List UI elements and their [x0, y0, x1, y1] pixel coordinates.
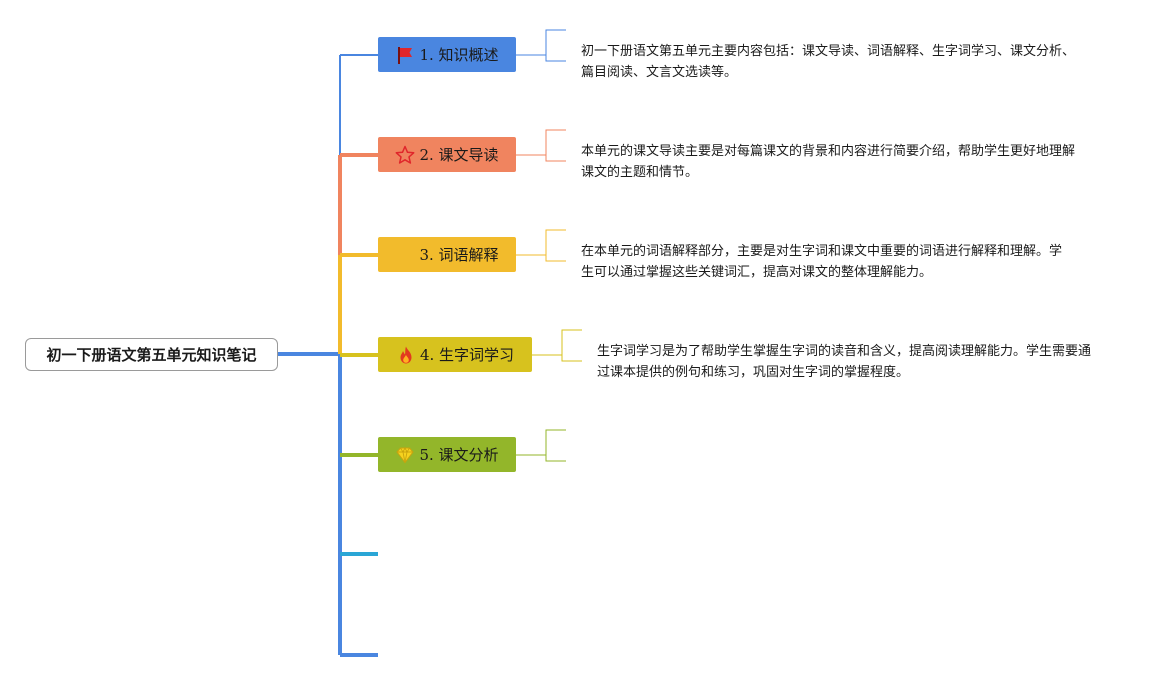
topic-label: 5. 课文分析 — [419, 446, 499, 464]
fire-icon — [396, 345, 416, 365]
topic-text-analysis[interactable]: 5. 课文分析 — [378, 437, 516, 472]
root-topic-label: 初一下册语文第五单元知识笔记 — [46, 346, 257, 364]
root-topic[interactable]: 初一下册语文第五单元知识笔记 — [25, 338, 278, 371]
topic-label: 3. 词语解释 — [419, 246, 499, 264]
topic-text-guide[interactable]: 2. 课文导读 — [378, 137, 516, 172]
red-flag-icon — [395, 45, 415, 65]
diamond-icon — [395, 445, 415, 465]
star-icon — [395, 145, 415, 165]
topic-label: 2. 课文导读 — [419, 146, 499, 164]
note-bracket — [516, 29, 566, 62]
topic-label: 1. 知识概述 — [419, 46, 499, 64]
note-bracket — [516, 229, 566, 262]
note-text: 生字词学习是为了帮助学生掌握生字词的读音和含义，提高阅读理解能力。学生需要通过课… — [597, 344, 1092, 380]
note-bracket — [516, 129, 566, 162]
note-text: 本单元的课文导读主要是对每篇课文的背景和内容进行简要介绍，帮助学生更好地理解课文… — [581, 144, 1076, 180]
topic-knowledge-overview[interactable]: 1. 知识概述 — [378, 37, 516, 72]
topic-new-word-study[interactable]: 4. 生字词学习 — [378, 337, 532, 372]
note-bracket — [516, 429, 566, 462]
note-text: 在本单元的词语解释部分，主要是对生字词和课文中重要的词语进行解释和理解。学生可以… — [581, 244, 1063, 280]
note-bracket — [532, 329, 582, 362]
topic-label: 4. 生字词学习 — [419, 346, 515, 364]
note-text: 初一下册语文第五单元主要内容包括：课文导读、词语解释、生字词学习、课文分析、篇目… — [581, 44, 1076, 80]
topic-word-explanation[interactable]: 3. 词语解释 — [378, 237, 516, 272]
